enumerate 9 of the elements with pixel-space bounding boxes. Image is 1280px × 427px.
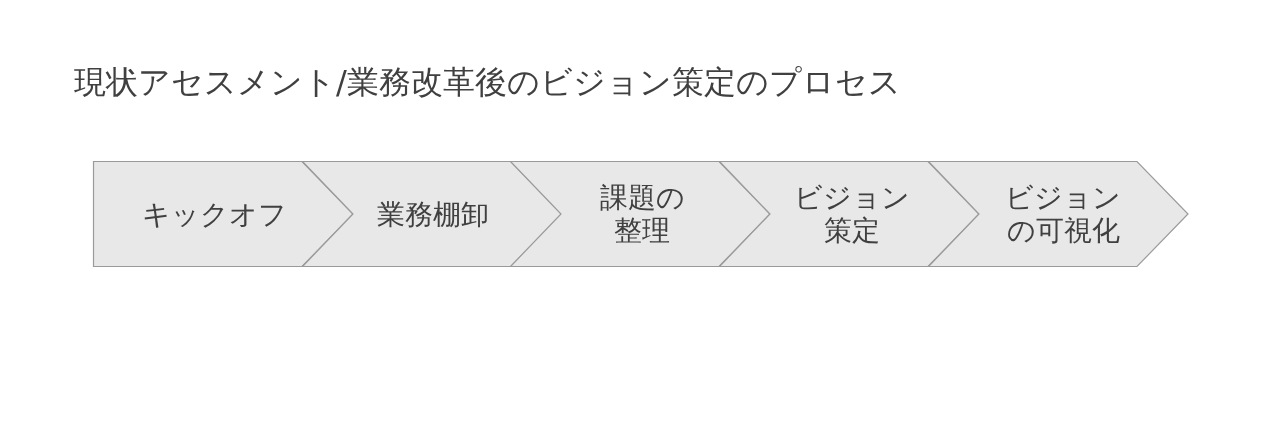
chevron-step [510, 161, 771, 267]
step-label: ビジョンの可視化 [1004, 181, 1122, 247]
step-label: ビジョン策定 [793, 181, 911, 247]
chevron-step [719, 161, 980, 267]
step-label: 業務棚卸 [377, 197, 489, 231]
diagram-title: 現状アセスメント/業務改革後のビジョン策定のプロセス [74, 62, 901, 102]
chevron-step [928, 161, 1189, 267]
step-label: 課題の整理 [598, 181, 686, 247]
chevron-step [302, 161, 563, 267]
